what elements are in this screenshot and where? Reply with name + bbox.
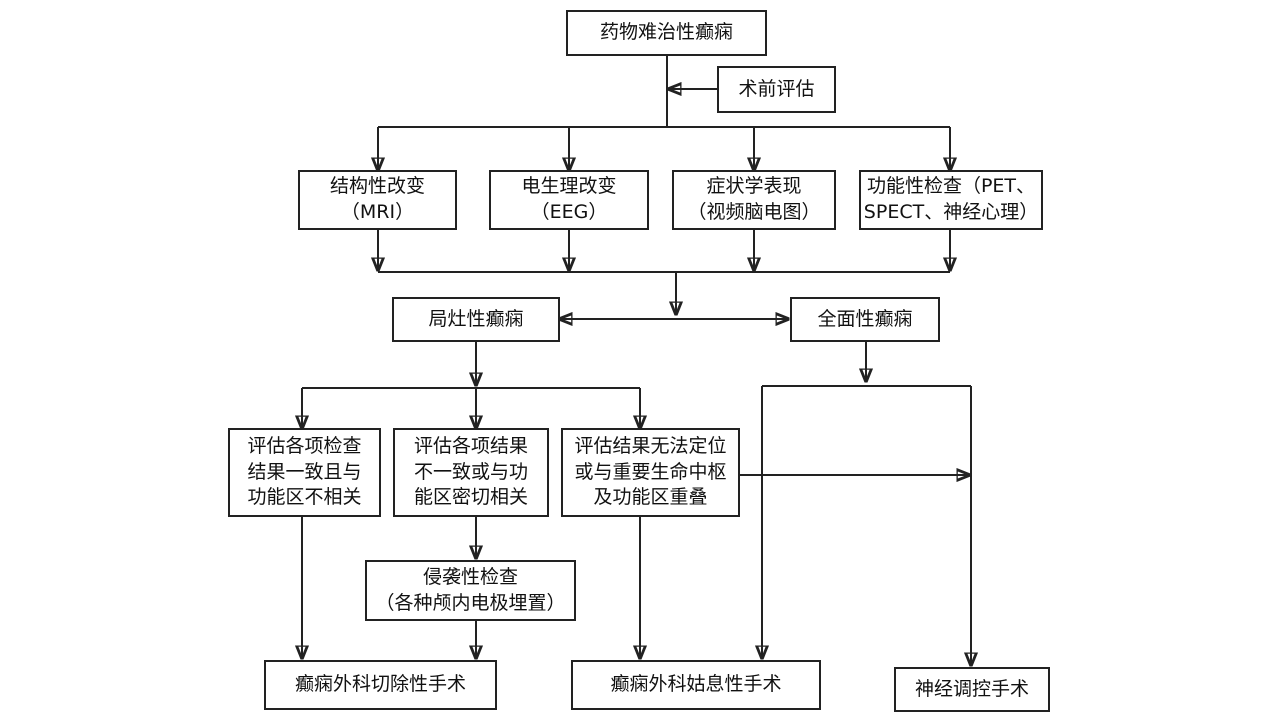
node-preoperative-evaluation: 术前评估: [717, 66, 836, 113]
node-label: 术前评估: [738, 77, 815, 100]
node-generalized-epilepsy: 全面性癫痫: [790, 297, 940, 342]
node-label-line: 不一致或与功: [413, 460, 528, 483]
node-label-line: 能区密切相关: [413, 486, 528, 509]
node-electrophysiology: 电生理改变 （EEG）: [489, 170, 649, 230]
node-label-line: 电生理改变: [521, 175, 617, 198]
node-eval-inconsistent: 评估各项结果 不一致或与功 能区密切相关: [393, 428, 549, 517]
node-label: 药物难治性癫痫: [599, 21, 733, 44]
node-label-line: 评估各项检查: [247, 435, 362, 458]
node-label-line: 功能性检查（PET、: [866, 175, 1036, 198]
node-functional-exam: 功能性检查（PET、 SPECT、神经心理）: [859, 170, 1043, 230]
node-eval-consistent: 评估各项检查 结果一致且与 功能区不相关: [228, 428, 381, 517]
node-label-line: （EEG）: [530, 201, 608, 223]
node-label-line: 侵袭性检查: [422, 565, 518, 588]
node-focal-epilepsy: 局灶性癫痫: [392, 297, 560, 342]
node-label-line: 评估结果无法定位: [574, 435, 727, 458]
node-label-line: 症状学表现: [706, 175, 802, 198]
node-label: 全面性癫痫: [817, 307, 913, 330]
node-neuromodulation-surgery: 神经调控手术: [894, 667, 1050, 712]
node-label-line: 评估各项结果: [413, 435, 528, 458]
node-eval-unlocalized: 评估结果无法定位 或与重要生命中枢 及功能区重叠: [561, 428, 740, 517]
node-label-line: （视频脑电图）: [687, 201, 821, 223]
node-label: 局灶性癫痫: [428, 307, 524, 330]
node-label-line: 结果一致且与: [247, 460, 362, 483]
node-label-line: SPECT、神经心理）: [863, 201, 1039, 223]
node-invasive-exam: 侵袭性检查 （各种颅内电极埋置）: [365, 560, 576, 621]
node-label: 癫痫外科切除性手术: [294, 673, 466, 696]
node-drug-resistant-epilepsy: 药物难治性癫痫: [566, 10, 767, 56]
node-label-line: （各种颅内电极埋置）: [375, 591, 566, 614]
node-resective-surgery: 癫痫外科切除性手术: [264, 660, 497, 710]
node-label-line: 功能区不相关: [247, 486, 362, 509]
node-label-line: 或与重要生命中枢: [574, 460, 727, 483]
node-label-line: 及功能区重叠: [593, 486, 708, 509]
node-label: 癫痫外科姑息性手术: [610, 673, 782, 696]
node-label-line: （MRI）: [340, 201, 415, 223]
node-palliative-surgery: 癫痫外科姑息性手术: [571, 660, 821, 710]
node-structural-change: 结构性改变 （MRI）: [298, 170, 457, 230]
node-semiology: 症状学表现 （视频脑电图）: [672, 170, 836, 230]
node-label-line: 结构性改变: [329, 175, 425, 198]
node-label: 神经调控手术: [914, 677, 1029, 700]
